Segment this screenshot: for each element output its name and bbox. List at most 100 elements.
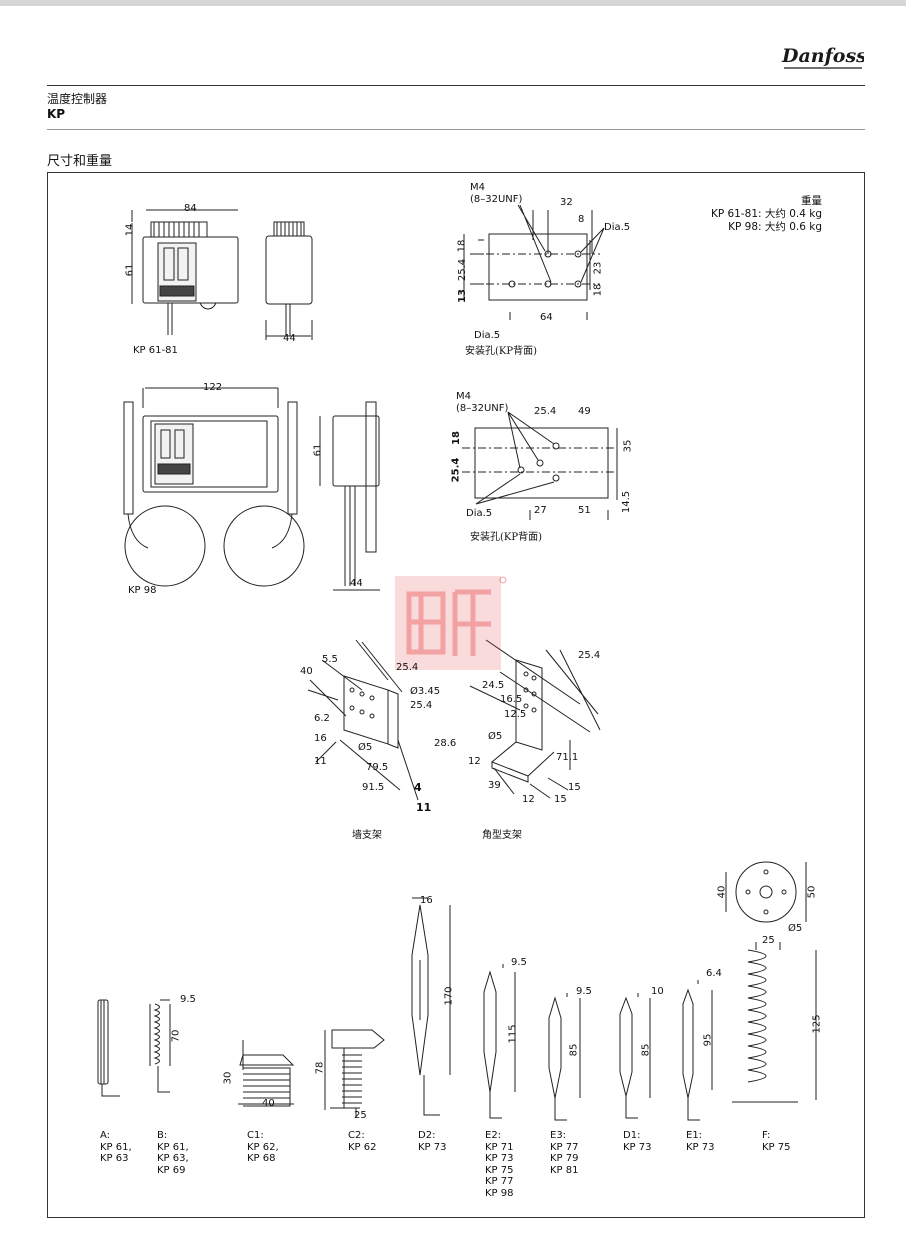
- dim-23: 23: [592, 261, 604, 275]
- dim-a5: Ø5: [488, 731, 503, 742]
- caption-mount2: 安装孔(KP背面): [470, 532, 543, 543]
- mounting-holes-2: [462, 411, 618, 520]
- dim-p170: 170: [443, 986, 455, 1006]
- document-title: 温度控制器: [47, 92, 108, 106]
- probe-label-f: F:KP 75: [762, 1130, 791, 1153]
- dim-145: 14.5: [621, 490, 633, 514]
- dim-f40: 40: [716, 885, 728, 899]
- dim-84: 84: [184, 203, 197, 214]
- caption-mount1: 安装孔(KP背面): [465, 346, 538, 357]
- dim-w254a: 25.4: [396, 662, 419, 673]
- weight-heading: 重量: [801, 195, 822, 207]
- dim-18a: 18: [456, 239, 468, 253]
- dim-w345: Ø3.45: [410, 686, 441, 697]
- dim-p64: 6.4: [706, 968, 722, 979]
- dim-w254b: 25.4: [410, 700, 433, 711]
- dim-a711: 71.1: [556, 752, 579, 763]
- dim-w11b: 11: [416, 801, 432, 814]
- probe-label-c2: C2:KP 62: [348, 1130, 377, 1153]
- dim-w55: 5.5: [322, 654, 338, 665]
- dim-w286: 28.6: [434, 738, 457, 749]
- dim-f125: 125: [811, 1014, 823, 1034]
- probe-label-a: A:KP 61,KP 63: [100, 1130, 132, 1164]
- header-rule: [47, 85, 865, 86]
- dim-w5: Ø5: [358, 742, 373, 753]
- dim-w16: 16: [314, 733, 327, 744]
- dim-w11: 11: [314, 756, 327, 767]
- weight-kp6181: KP 61-81: 大约 0.4 kg: [710, 208, 822, 220]
- dim-f5: Ø5: [788, 923, 803, 934]
- dim-f50: 50: [806, 885, 818, 899]
- danfoss-logo: Danfoss: [781, 45, 864, 69]
- dim-a165: 16.5: [500, 694, 523, 705]
- dim-254a: 25.4: [457, 258, 469, 282]
- angle-bracket: [469, 639, 601, 799]
- dim-p85a: 85: [568, 1043, 580, 1057]
- dim-w915: 91.5: [362, 782, 385, 793]
- dim-dia5a: Dia.5: [604, 222, 631, 233]
- dim-w40: 40: [300, 666, 313, 677]
- caption-wall-bracket: 墙支架: [352, 830, 382, 841]
- dim-p115: 115: [507, 1024, 519, 1044]
- dim-18c: 18: [450, 431, 462, 445]
- caption-kp6181: KP 61-81: [133, 345, 178, 356]
- dim-a15: 15: [568, 782, 581, 793]
- probe-label-e1: E1:KP 73: [686, 1130, 715, 1153]
- probe-label-d2: D2:KP 73: [418, 1130, 447, 1153]
- dim-dia5b: Dia.5: [474, 330, 501, 341]
- probe-label-c1: C1:KP 62,KP 68: [247, 1130, 279, 1164]
- dim-f25: 25: [762, 935, 775, 946]
- dim-p95b: 9.5: [511, 957, 527, 968]
- dim-a125: 12.5: [504, 709, 527, 720]
- dim-51: 51: [578, 505, 591, 516]
- dim-a12b: 12: [522, 794, 535, 805]
- dim-w62: 6.2: [314, 713, 330, 724]
- weight-block: 重量 KP 61-81: 大约 0.4 kg KP 98: 大约 0.6 kg: [690, 195, 822, 234]
- dim-p95c: 9.5: [576, 986, 592, 997]
- dim-14: 14: [124, 223, 136, 237]
- dim-m4a: M4: [470, 182, 485, 193]
- dim-p70: 70: [170, 1029, 182, 1043]
- top-bar: [0, 0, 906, 6]
- dim-w4: 4: [414, 781, 422, 794]
- drawing-frame: [47, 172, 865, 1218]
- dim-122: 122: [203, 382, 223, 393]
- dim-44b: 44: [350, 578, 363, 589]
- dim-a245: 24.5: [482, 680, 505, 691]
- caption-kp98: KP 98: [128, 585, 157, 596]
- dim-61a: 61: [124, 263, 136, 277]
- svg-text:Danfoss: Danfoss: [781, 45, 864, 67]
- dim-p95a: 9.5: [180, 994, 196, 1005]
- dim-a254: 25.4: [578, 650, 601, 661]
- dim-unfb: (8–32UNF): [456, 403, 509, 414]
- dim-44a: 44: [283, 333, 296, 344]
- dim-32: 32: [560, 197, 573, 208]
- dim-61b: 61: [312, 443, 324, 457]
- dim-p10: 10: [651, 986, 664, 997]
- dim-dia5c: Dia.5: [466, 508, 493, 519]
- subheader-rule: [47, 129, 865, 130]
- dim-13: 13: [456, 289, 468, 303]
- dim-8: 8: [578, 214, 585, 225]
- dim-unfa: (8–32UNF): [470, 194, 523, 205]
- kp6181-front-view: [131, 209, 311, 337]
- dim-35: 35: [622, 439, 634, 453]
- section-title: 尺寸和重量: [47, 154, 113, 169]
- probe-label-b: B:KP 61,KP 63,KP 69: [157, 1130, 189, 1176]
- dim-64: 64: [540, 312, 553, 323]
- probes: [97, 861, 817, 1121]
- dim-p85b: 85: [640, 1043, 652, 1057]
- dim-a39: 39: [488, 780, 501, 791]
- kp98-front-view: [123, 387, 305, 587]
- dim-m4b: M4: [456, 391, 471, 402]
- weight-kp98: KP 98: 大约 0.6 kg: [728, 221, 822, 233]
- mounting-holes-1: [463, 204, 605, 320]
- watermark-stamp: [395, 576, 507, 670]
- dim-49: 49: [578, 406, 591, 417]
- dim-27: 27: [534, 505, 547, 516]
- dim-p25: 25: [354, 1110, 367, 1121]
- dim-p95: 95: [702, 1033, 714, 1047]
